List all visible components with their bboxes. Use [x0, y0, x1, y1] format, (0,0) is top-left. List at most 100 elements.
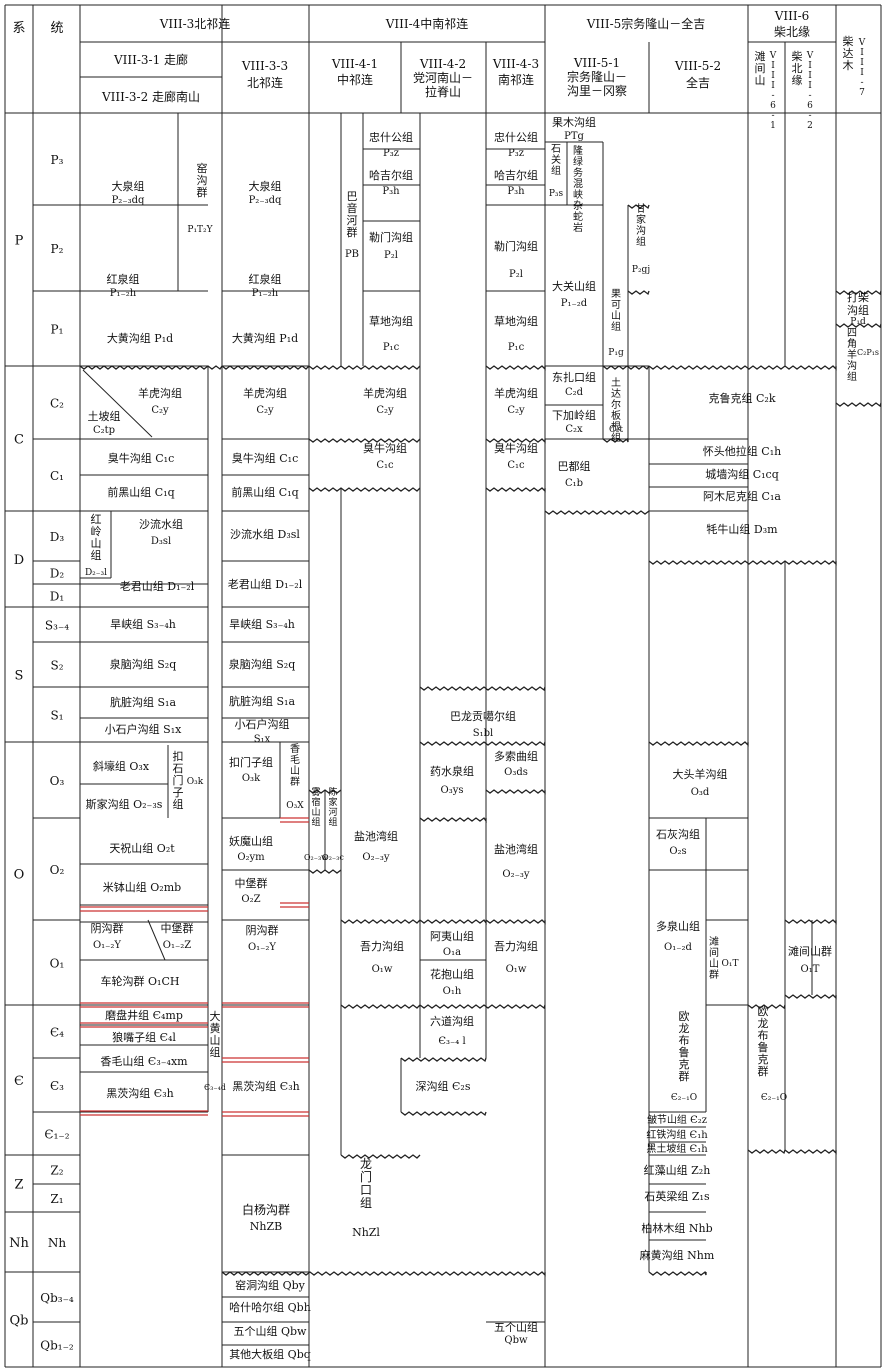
- unit-label: P₁₋₂d: [561, 298, 588, 309]
- unit-label: 下加岭组: [552, 408, 596, 422]
- unit-label: 阴沟群: [246, 923, 279, 937]
- unit-label-vertical: 龙: [758, 1017, 769, 1030]
- unit-label: 盐池湾组: [494, 842, 538, 856]
- unit-label-vertical: 门: [173, 773, 184, 787]
- unit-label: 药水泉组: [430, 764, 474, 778]
- unit-label: 香毛山组 Є₃₋₄xm: [100, 1054, 188, 1068]
- unit-label: O₃X: [286, 801, 304, 811]
- unconformity: [419, 686, 546, 692]
- unit-label: P₃s: [549, 189, 564, 199]
- unit-label-vertical: 山: [611, 310, 621, 322]
- unit-label-vertical: 果: [611, 288, 621, 300]
- unit-label: 哈什哈尔组 Qbh: [229, 1300, 311, 1314]
- unit-label: P₁d: [850, 317, 866, 327]
- unconformity-lines: [79, 204, 882, 1277]
- unit-label-vertical: 音: [347, 201, 358, 215]
- unconformity: [648, 741, 749, 747]
- unit-label-vertical: 群: [758, 1064, 769, 1078]
- unit-label-vertical: -: [771, 91, 774, 101]
- unit-label-vertical: 欧: [758, 1005, 769, 1018]
- header-viii-4-2: VIII-4-2: [419, 57, 466, 71]
- unit-label: 肮脏沟组 S₁a: [110, 695, 176, 709]
- unit-label-vertical: 1: [770, 121, 776, 131]
- unit-label: 沟里－冈察: [567, 84, 627, 98]
- unit-label: 斯家沟组 O₂₋₃s: [86, 797, 163, 811]
- unconformity: [602, 365, 650, 370]
- unit-label-vertical: 岩: [573, 221, 583, 234]
- unit-label-vertical: I: [771, 71, 775, 81]
- unit-label: 红铁沟组 Є₁h: [646, 1128, 708, 1141]
- unit-label: O₂ym: [237, 852, 265, 863]
- unit-label: 沙流水组: [139, 517, 183, 531]
- unit-label: 五个山组: [494, 1320, 538, 1334]
- unit-label: 勒门沟组: [494, 239, 538, 253]
- unit-label-vertical: 角: [847, 338, 857, 350]
- unconformity: [308, 487, 421, 492]
- unconformity: [308, 869, 342, 874]
- unit-label: O₃ys: [441, 785, 464, 796]
- unit-label: 大黄沟组 P₁d: [232, 331, 298, 345]
- series-label: P₃: [51, 153, 64, 167]
- unit-label: 扣门子组: [229, 755, 273, 769]
- unit-label: 北祁连: [247, 75, 283, 90]
- unit-label: 窑洞沟组 Qby: [235, 1278, 306, 1292]
- unit-label: C₂tp: [93, 425, 115, 436]
- header-viii-7: 达: [843, 47, 854, 60]
- unit-label: 草地沟组: [494, 314, 538, 328]
- header-viii-6-2: 柴: [792, 49, 803, 63]
- unit-label-vertical: 石: [551, 144, 561, 155]
- unit-label: P₁T₂Y: [187, 225, 213, 235]
- unit-label-vertical: 组: [551, 164, 561, 177]
- unit-label-vertical: 羊: [847, 348, 857, 361]
- header-viii-7: 木: [843, 59, 854, 72]
- unit-label-vertical: 6: [807, 101, 813, 111]
- series-label: Qb₃₋₄: [40, 1291, 74, 1305]
- unit-label: 黑茨沟组 Є₃h: [106, 1086, 173, 1100]
- unit-label-vertical: 鲁: [758, 1040, 769, 1054]
- unit-label-vertical: 甘: [636, 202, 646, 215]
- series-label: S₁: [50, 709, 63, 723]
- unit-label: 白杨沟群: [242, 1202, 290, 1217]
- unit-label: O₂₋₃y: [362, 852, 389, 863]
- unit-label-vertical: 7: [859, 88, 865, 98]
- unit-label: C₂d: [565, 387, 584, 398]
- series-label: O₂: [50, 863, 65, 877]
- unconformity: [747, 1149, 786, 1155]
- unit-label: 宗务隆山－: [567, 69, 627, 84]
- unit-label-vertical: 6: [770, 101, 776, 111]
- unit-label: 旱峡组 S₃₋₄h: [229, 617, 295, 631]
- unit-label: 大黄沟组 P₁d: [107, 331, 173, 345]
- unit-label: 柴北缘: [774, 25, 810, 39]
- unit-label-vertical: 隆: [573, 144, 583, 157]
- unit-label-vertical: 巴: [347, 190, 358, 203]
- unit-label-vertical: 组: [210, 1045, 221, 1059]
- unit-label-vertical: 门: [360, 1169, 372, 1184]
- system-label: C: [14, 433, 24, 448]
- unconformity: [627, 290, 650, 296]
- unit-label: 石灰沟组: [656, 827, 700, 841]
- red-marker-lines: [80, 817, 309, 1117]
- unconformity: [627, 204, 650, 210]
- unit-label-vertical: 家: [636, 213, 646, 226]
- unit-label: S₁x: [254, 734, 271, 745]
- unit-label: 阿夷山组: [430, 929, 474, 943]
- unit-label-vertical: 毛: [290, 754, 300, 766]
- series-label: P₂: [51, 242, 64, 256]
- unit-label-vertical: 间: [709, 946, 719, 959]
- unit-label: 忠什公组: [494, 130, 538, 144]
- unit-label-vertical: 群: [679, 1069, 690, 1083]
- unit-label: 吾力沟组: [494, 939, 538, 953]
- unit-label-vertical: 群: [197, 185, 208, 199]
- unconformity: [419, 741, 546, 747]
- unit-label: 羊虎沟组: [494, 386, 538, 400]
- unit-label-vertical: 杂: [573, 200, 583, 212]
- unit-label: 斜壕组 O₃x: [93, 759, 150, 773]
- unit-label: PB: [345, 249, 359, 260]
- unit-label-vertical: 群: [709, 968, 719, 981]
- unit-label-vertical: 欧: [679, 1010, 690, 1023]
- unit-label: 中堡群: [235, 876, 268, 890]
- unit-label: P₁c: [383, 342, 400, 353]
- unit-label: P₂gj: [632, 265, 650, 275]
- unit-label-vertical: 山: [311, 807, 320, 818]
